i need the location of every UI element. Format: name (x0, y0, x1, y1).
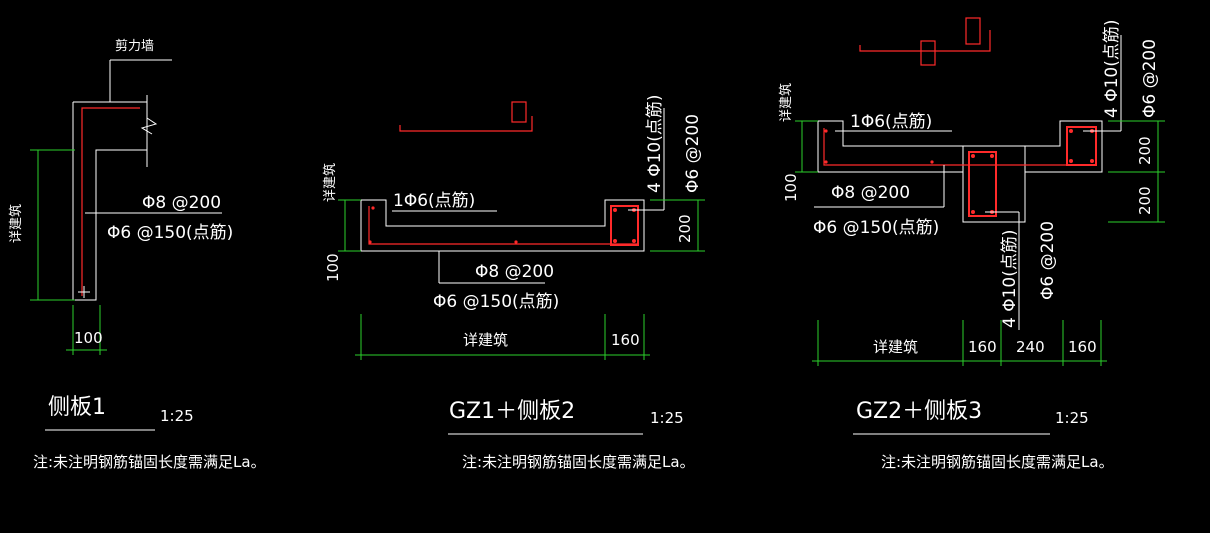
rebar-top-label: 1Φ6(点筋) (850, 112, 932, 132)
dim-thk: 100 (782, 173, 800, 202)
panel-outline (72, 102, 147, 301)
rebar-bottom (823, 128, 1096, 166)
panel-outline (360, 199, 645, 252)
rebar-main-label: Φ8 @200 (475, 262, 554, 282)
column-stirrup (610, 205, 639, 246)
col-bars-label: 4 Φ10(点筋) (645, 95, 665, 194)
dim-bottom-1: 详建筑 (873, 338, 918, 356)
dim-bottom-2: 160 (968, 338, 997, 356)
dim-h1: 200 (1136, 136, 1154, 165)
col-stirrup-top-label: Φ6 @200 (1140, 39, 1160, 118)
rebar-dist-label: Φ6 @150(点筋) (107, 223, 233, 243)
side-label: 详建筑 (8, 204, 24, 243)
drawing-3: 1Φ6(点筋) Φ8 @200 Φ6 @150(点筋) 4 Φ10(点筋) Φ6… (778, 17, 1165, 471)
rebar-bottom (368, 206, 637, 245)
detail-symbol (399, 116, 533, 132)
rebar-l (81, 107, 140, 296)
side-label: 详建筑 (322, 163, 338, 202)
drawing-2: 1Φ6(点筋) Φ8 @200 Φ6 @150(点筋) 4 Φ10(点筋) Φ6… (322, 95, 705, 471)
dim-width: 100 (74, 329, 103, 347)
drawing-title: GZ2＋侧板3 (856, 399, 982, 424)
drawing-note: 注:未注明钢筋锚固长度需满足La。 (462, 453, 695, 471)
drawing-1: 剪力墙 Φ8 @200 Φ6 @150(点筋) 详建筑 100 侧板1 1:25… (8, 38, 266, 471)
dim-bottom-3: 240 (1016, 338, 1045, 356)
col-stirrup-bottom-label: Φ6 @200 (1038, 221, 1058, 300)
wall-break-zigzag (140, 117, 158, 135)
dim-thk: 100 (324, 253, 342, 282)
drawing-note: 注:未注明钢筋锚固长度需满足La。 (33, 453, 266, 471)
drawing-scale: 1:25 (160, 407, 194, 425)
dim-bottom-left: 详建筑 (463, 331, 508, 349)
dim-h2: 200 (1136, 186, 1154, 215)
rebar-dist-label: Φ6 @150(点筋) (813, 218, 939, 238)
dim-bottom-right: 160 (611, 331, 640, 349)
col-bars-top-label: 4 Φ10(点筋) (1102, 20, 1122, 119)
column-stirrup-top (1066, 126, 1097, 166)
rebar-main-label: Φ8 @200 (142, 193, 221, 213)
rebar-dist-label: Φ6 @150(点筋) (433, 292, 559, 312)
dim-col-h: 200 (676, 214, 694, 243)
col-bars-bottom-label: 4 Φ10(点筋) (1000, 230, 1020, 329)
drawing-note: 注:未注明钢筋锚固长度需满足La。 (881, 453, 1114, 471)
drawing-title: 侧板1 (48, 395, 106, 420)
dim-bottom-4: 160 (1068, 338, 1097, 356)
detail-symbol (859, 30, 991, 52)
drawing-title: GZ1＋侧板2 (449, 399, 575, 424)
col-stirrup-label: Φ6 @200 (683, 114, 703, 193)
rebar-top-label: 1Φ6(点筋) (393, 191, 475, 211)
drawing-scale: 1:25 (1055, 409, 1089, 427)
drawing-scale: 1:25 (650, 409, 684, 427)
wall-label: 剪力墙 (115, 38, 154, 54)
column-stirrup-bottom (968, 151, 997, 217)
side-label: 详建筑 (778, 83, 794, 122)
rebar-main-label: Φ8 @200 (831, 183, 910, 203)
